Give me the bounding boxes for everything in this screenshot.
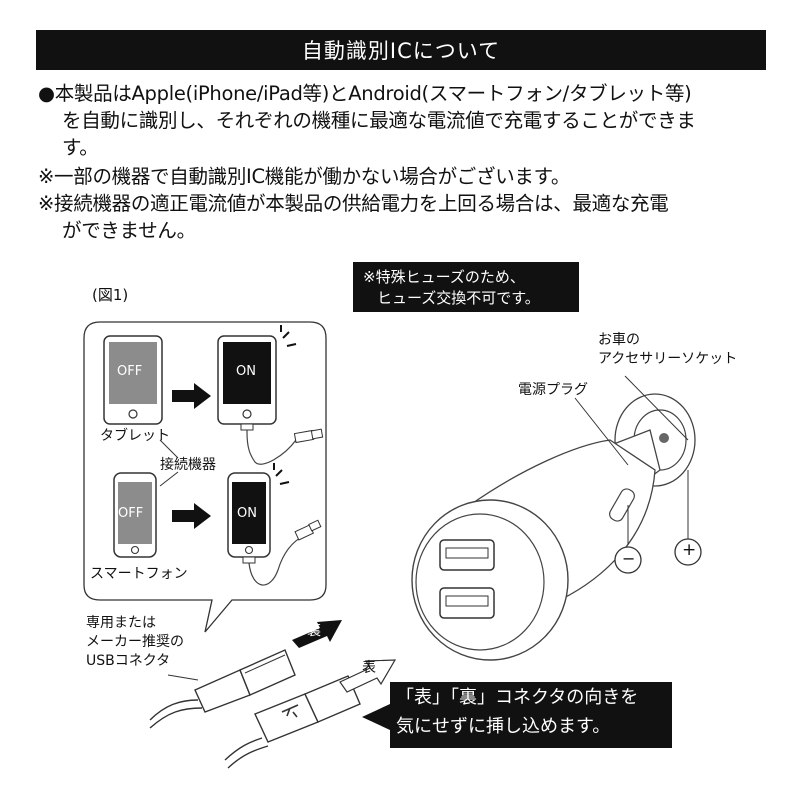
minus-symbol: − (622, 549, 636, 568)
car-charger-icon (411, 393, 696, 661)
arrow-back-icon (292, 620, 342, 648)
tablet-on-icon (217, 325, 324, 465)
smartphone-screen-off: OFF (118, 506, 144, 521)
device-label: 接続機器 (160, 457, 216, 473)
front-label: 表 (362, 660, 376, 676)
plug-label: 電源プラグ (518, 382, 588, 398)
paragraph-line: ができません。 (62, 219, 196, 242)
tablet-label: タブレット (100, 428, 170, 444)
tablet-off-icon (103, 335, 163, 425)
fuse-note-line: ※特殊ヒューズのため、 (363, 268, 525, 286)
plus-terminal-icon (674, 538, 702, 566)
paragraph-line: ●本製品はApple(iPhone/iPad等)とAndroid(スマートフォン… (38, 82, 692, 105)
usb-label-line: 専用または (86, 615, 156, 631)
car-socket-label-line: アクセサリーソケット (598, 351, 738, 367)
arrow-right-icon (172, 383, 211, 409)
smartphone-off-icon (113, 472, 157, 558)
fuse-note-box: ※特殊ヒューズのため、 ヒューズ交換不可です。 (353, 262, 579, 312)
section-title-bar: 自動識別ICについて (36, 30, 766, 70)
usb-label-line: メーカー推奨の (86, 634, 184, 650)
car-socket-label: お車の アクセサリーソケット (598, 331, 737, 369)
smartphone-on-icon (227, 463, 322, 586)
paragraph-line: を自動に識別し、それぞれの機種に最適な電流値で充電することができま (62, 109, 696, 132)
minus-terminal-icon (614, 546, 642, 574)
bubble-text: 「表」「裏」コネクタの向きを 気にせずに挿し込めます。 (396, 683, 638, 741)
tablet-screen-off: OFF (117, 364, 143, 379)
paragraph-line: ※一部の機器で自動識別IC機能が働かない場合がございます。 (38, 165, 571, 188)
plus-symbol: + (682, 540, 697, 560)
arrow-right-icon (172, 503, 211, 529)
usb-label: 専用または メーカー推奨の USBコネクタ (86, 614, 184, 671)
paragraph-auto-detect: ●本製品はApple(iPhone/iPad等)とAndroid(スマートフォン… (38, 80, 696, 161)
tablet-screen-on: ON (236, 364, 256, 379)
arrow-front-icon (339, 659, 397, 693)
smartphone-label: スマートフォン (90, 566, 188, 582)
section-title: 自動識別ICについて (301, 39, 501, 63)
paragraph-line: す。 (62, 136, 99, 159)
smartphone-screen-on: ON (237, 506, 257, 521)
paragraph-note-1: ※一部の機器で自動識別IC機能が働かない場合がございます。 (38, 163, 570, 190)
fuse-note-line: ヒューズ交換不可です。 (377, 289, 540, 307)
paragraph-note-2: ※接続機器の適正電流値が本製品の供給電力を上回る場合は、最適な充電 ができません… (38, 190, 669, 244)
usb-label-line: USBコネクタ (86, 653, 171, 669)
paragraph-line: ※接続機器の適正電流値が本製品の供給電力を上回る場合は、最適な充電 (38, 192, 669, 215)
car-socket-label-line: お車の (598, 332, 640, 348)
bubble-line: 「表」「裏」コネクタの向きを (396, 687, 639, 708)
bubble-line: 気にせずに挿し込めます。 (396, 716, 611, 737)
figure-label: (図1) (92, 286, 129, 304)
speech-bubble (362, 682, 672, 748)
back-label: 裏 (307, 623, 321, 639)
usb-connector-back-icon (149, 649, 296, 729)
